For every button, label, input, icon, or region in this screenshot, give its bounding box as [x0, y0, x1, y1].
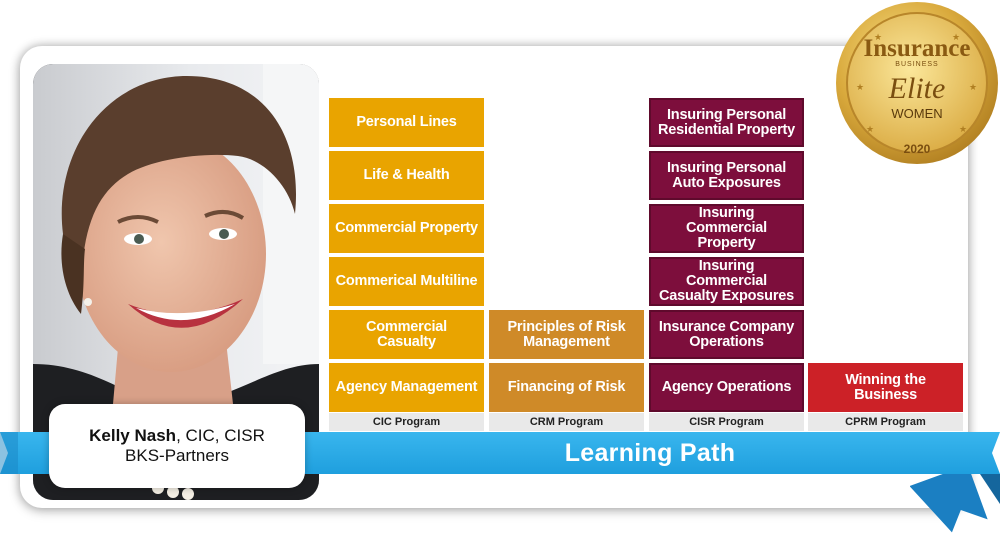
course-insuring-commercial-property: Insuring Commercial Property [649, 204, 804, 253]
program-label-cic: CIC Program [329, 413, 484, 431]
svg-text:★: ★ [959, 124, 967, 134]
course-personal-lines: Personal Lines [329, 98, 484, 147]
course-financing-of-risk: Financing of Risk [489, 363, 644, 412]
course-commercial-property: Commercial Property [329, 204, 484, 253]
course-principles-risk-management: Principles of Risk Management [489, 310, 644, 359]
company-name: BKS-Partners [125, 446, 229, 465]
course-agency-operations: Agency Operations [649, 363, 804, 412]
learning-path-title: Learning Path [564, 438, 736, 467]
svg-text:Elite: Elite [888, 72, 946, 105]
svg-text:★: ★ [874, 32, 882, 42]
program-label-cisr: CISR Program [649, 413, 804, 431]
name-card: Kelly Nash, CIC, CISR BKS-Partners [49, 404, 305, 488]
person-name: Kelly Nash, CIC, CISR [89, 426, 265, 445]
svg-text:WOMEN: WOMEN [891, 106, 942, 121]
ribbon-tail [910, 474, 1000, 533]
elite-women-award-medal: Insurance BUSINESS Elite WOMEN 2020 ★ ★ … [836, 2, 998, 164]
svg-text:★: ★ [866, 124, 874, 134]
course-commercial-multiline: Commerical Multiline [329, 257, 484, 306]
course-insuring-personal-auto: Insuring Personal Auto Exposures [649, 151, 804, 200]
course-agency-management: Agency Management [329, 363, 484, 412]
course-commercial-casualty: Commercial Casualty [329, 310, 484, 359]
svg-text:BUSINESS: BUSINESS [895, 61, 938, 68]
course-insuring-commercial-casualty: Insuring Commercial Casualty Exposures [649, 257, 804, 306]
program-label-crm: CRM Program [489, 413, 644, 431]
course-insurance-company-operations: Insurance Company Operations [649, 310, 804, 359]
svg-text:★: ★ [952, 32, 960, 42]
program-label-cprm: CPRM Program [808, 413, 963, 431]
svg-text:2020: 2020 [904, 142, 931, 156]
svg-text:★: ★ [856, 82, 864, 92]
svg-text:Insurance: Insurance [864, 35, 971, 62]
course-winning-the-business: Winning the Business [808, 363, 963, 412]
course-insuring-personal-residential: Insuring Personal Residential Property [649, 98, 804, 147]
svg-text:★: ★ [969, 82, 977, 92]
course-life-health: Life & Health [329, 151, 484, 200]
